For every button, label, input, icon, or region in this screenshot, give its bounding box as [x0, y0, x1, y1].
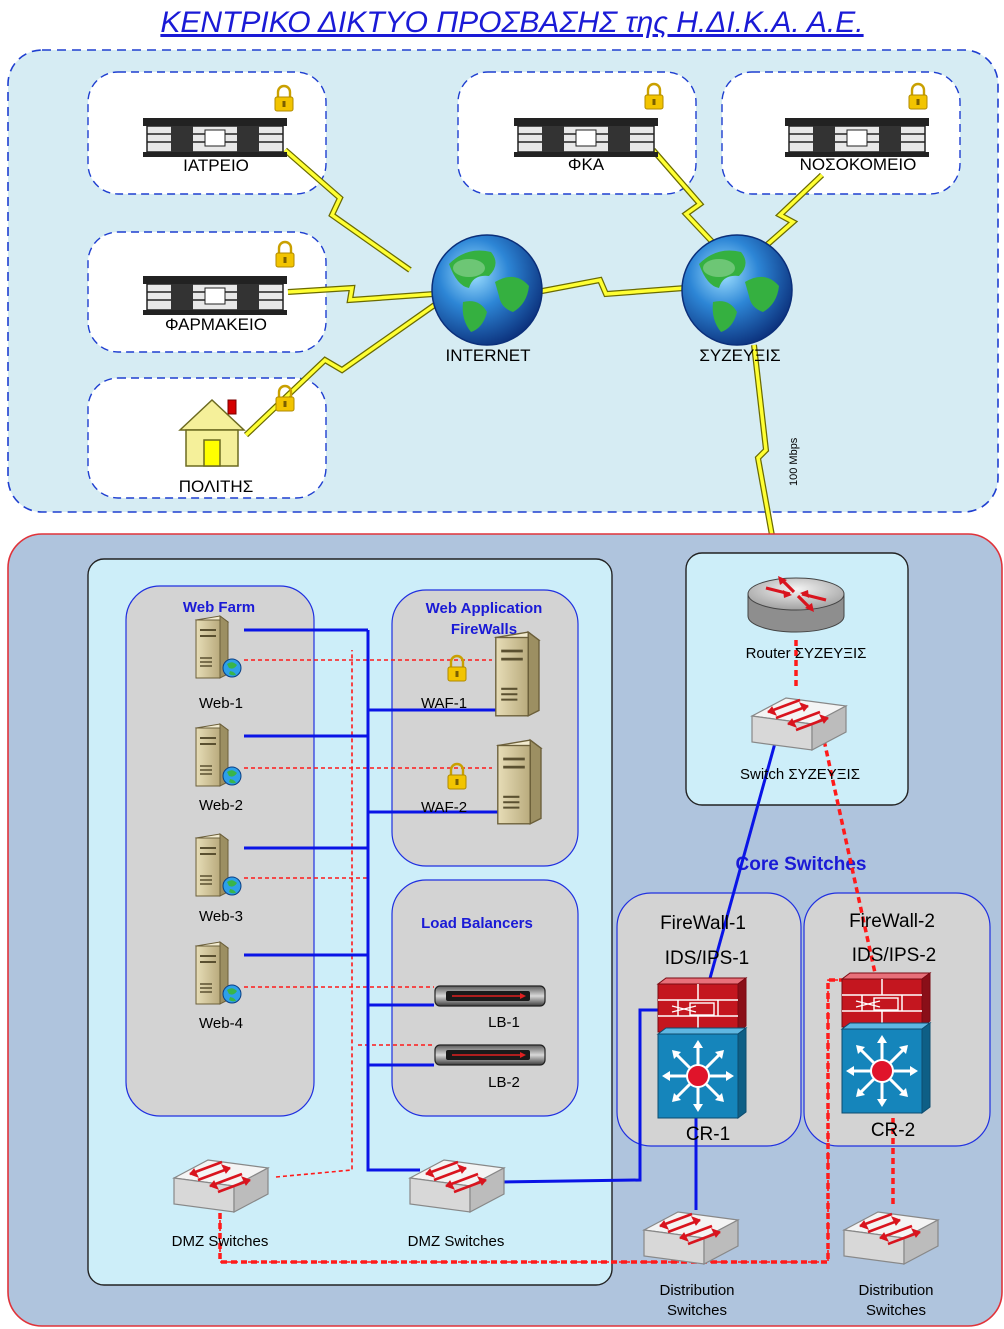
core-switch-1-icon: [656, 1026, 748, 1120]
waf-1-label: WAF-1: [421, 695, 467, 712]
site-label-nosokomeio: ΝΟΣΟΚΟΜΕΙΟ: [800, 155, 917, 174]
internet-globe-icon: [431, 234, 543, 346]
router-icon: [746, 574, 846, 634]
lb-1-icon: [434, 985, 546, 1007]
cr-1-label: CR-1: [686, 1124, 730, 1145]
building-icon: [784, 117, 930, 158]
lb-1-label: LB-1: [488, 1014, 520, 1031]
distribution-2-line2: Switches: [866, 1302, 926, 1319]
web-4-label: Web-4: [199, 1015, 243, 1032]
internet-label: INTERNET: [446, 346, 531, 365]
dmz-switch-1-label: DMZ Switches: [172, 1233, 269, 1250]
waf-title-line1: Web Application: [426, 600, 543, 617]
globe-icon: [222, 984, 242, 1004]
web-farm-title: Web Farm: [183, 599, 255, 616]
waf-title-line2: FireWalls: [451, 621, 517, 638]
building-icon: [513, 117, 659, 158]
syzefxis-edge-group: [685, 552, 909, 806]
syzefxis-globe-icon: [681, 234, 793, 346]
backup-links-thick: [218, 640, 895, 1264]
globe-icon: [222, 766, 242, 786]
uplink-bandwidth-label: 100 Mbps: [788, 437, 800, 486]
firewall-2-label: FireWall-2: [849, 911, 935, 932]
cr-2-label: CR-2: [871, 1120, 915, 1141]
firewall-1-label: FireWall-1: [660, 913, 746, 934]
distribution-1-line1: Distribution: [659, 1282, 734, 1299]
router-label: Router ΣΥΖΕΥΞΙΣ: [746, 645, 867, 662]
web-1-label: Web-1: [199, 695, 243, 712]
ids-2-label: IDS/IPS-2: [852, 945, 936, 966]
site-label-politis: ΠΟΛΙΤΗΣ: [179, 477, 253, 496]
globe-icon: [222, 876, 242, 896]
distribution-1-line2: Switches: [667, 1302, 727, 1319]
ids-1-label: IDS/IPS-1: [665, 948, 749, 969]
site-label-iatreio: ΙΑΤΡΕΙΟ: [183, 156, 249, 175]
firewall-1-icon: [657, 977, 747, 1033]
core-switches-title: Core Switches: [736, 854, 867, 875]
waf-2-server-icon: [496, 738, 543, 826]
building-icon: [142, 117, 288, 158]
waf-2-label: WAF-2: [421, 799, 467, 816]
distribution-2-line1: Distribution: [858, 1282, 933, 1299]
diagram-title: ΚΕΝΤΡΙΚΟ ΔΙΚΤΥΟ ΠΡΟΣΒΑΣΗΣ της Η.ΔΙ.Κ.Α. …: [160, 6, 863, 39]
primary-links: [244, 628, 782, 1210]
backup-links: [219, 650, 842, 1263]
waf-1-server-icon: [494, 630, 541, 718]
site-label-fka: ΦΚΑ: [568, 155, 605, 174]
web-2-label: Web-2: [199, 797, 243, 814]
site-label-farmakeio: ΦΑΡΜΑΚΕΙΟ: [165, 315, 267, 334]
dmz-switch-2-label: DMZ Switches: [408, 1233, 505, 1250]
lb-2-icon: [434, 1044, 546, 1066]
syzefxis-switch-label: Switch ΣΥΖΕΥΞΙΣ: [740, 766, 860, 783]
building-icon: [142, 275, 288, 316]
web-3-label: Web-3: [199, 908, 243, 925]
syzefxis-label: ΣΥΖΕΥΞΙΣ: [699, 346, 780, 365]
lb-title: Load Balancers: [421, 915, 533, 932]
lb-2-label: LB-2: [488, 1074, 520, 1091]
core-switch-2-icon: [840, 1021, 932, 1115]
globe-icon: [222, 658, 242, 678]
firewall-2-icon: [841, 972, 931, 1028]
